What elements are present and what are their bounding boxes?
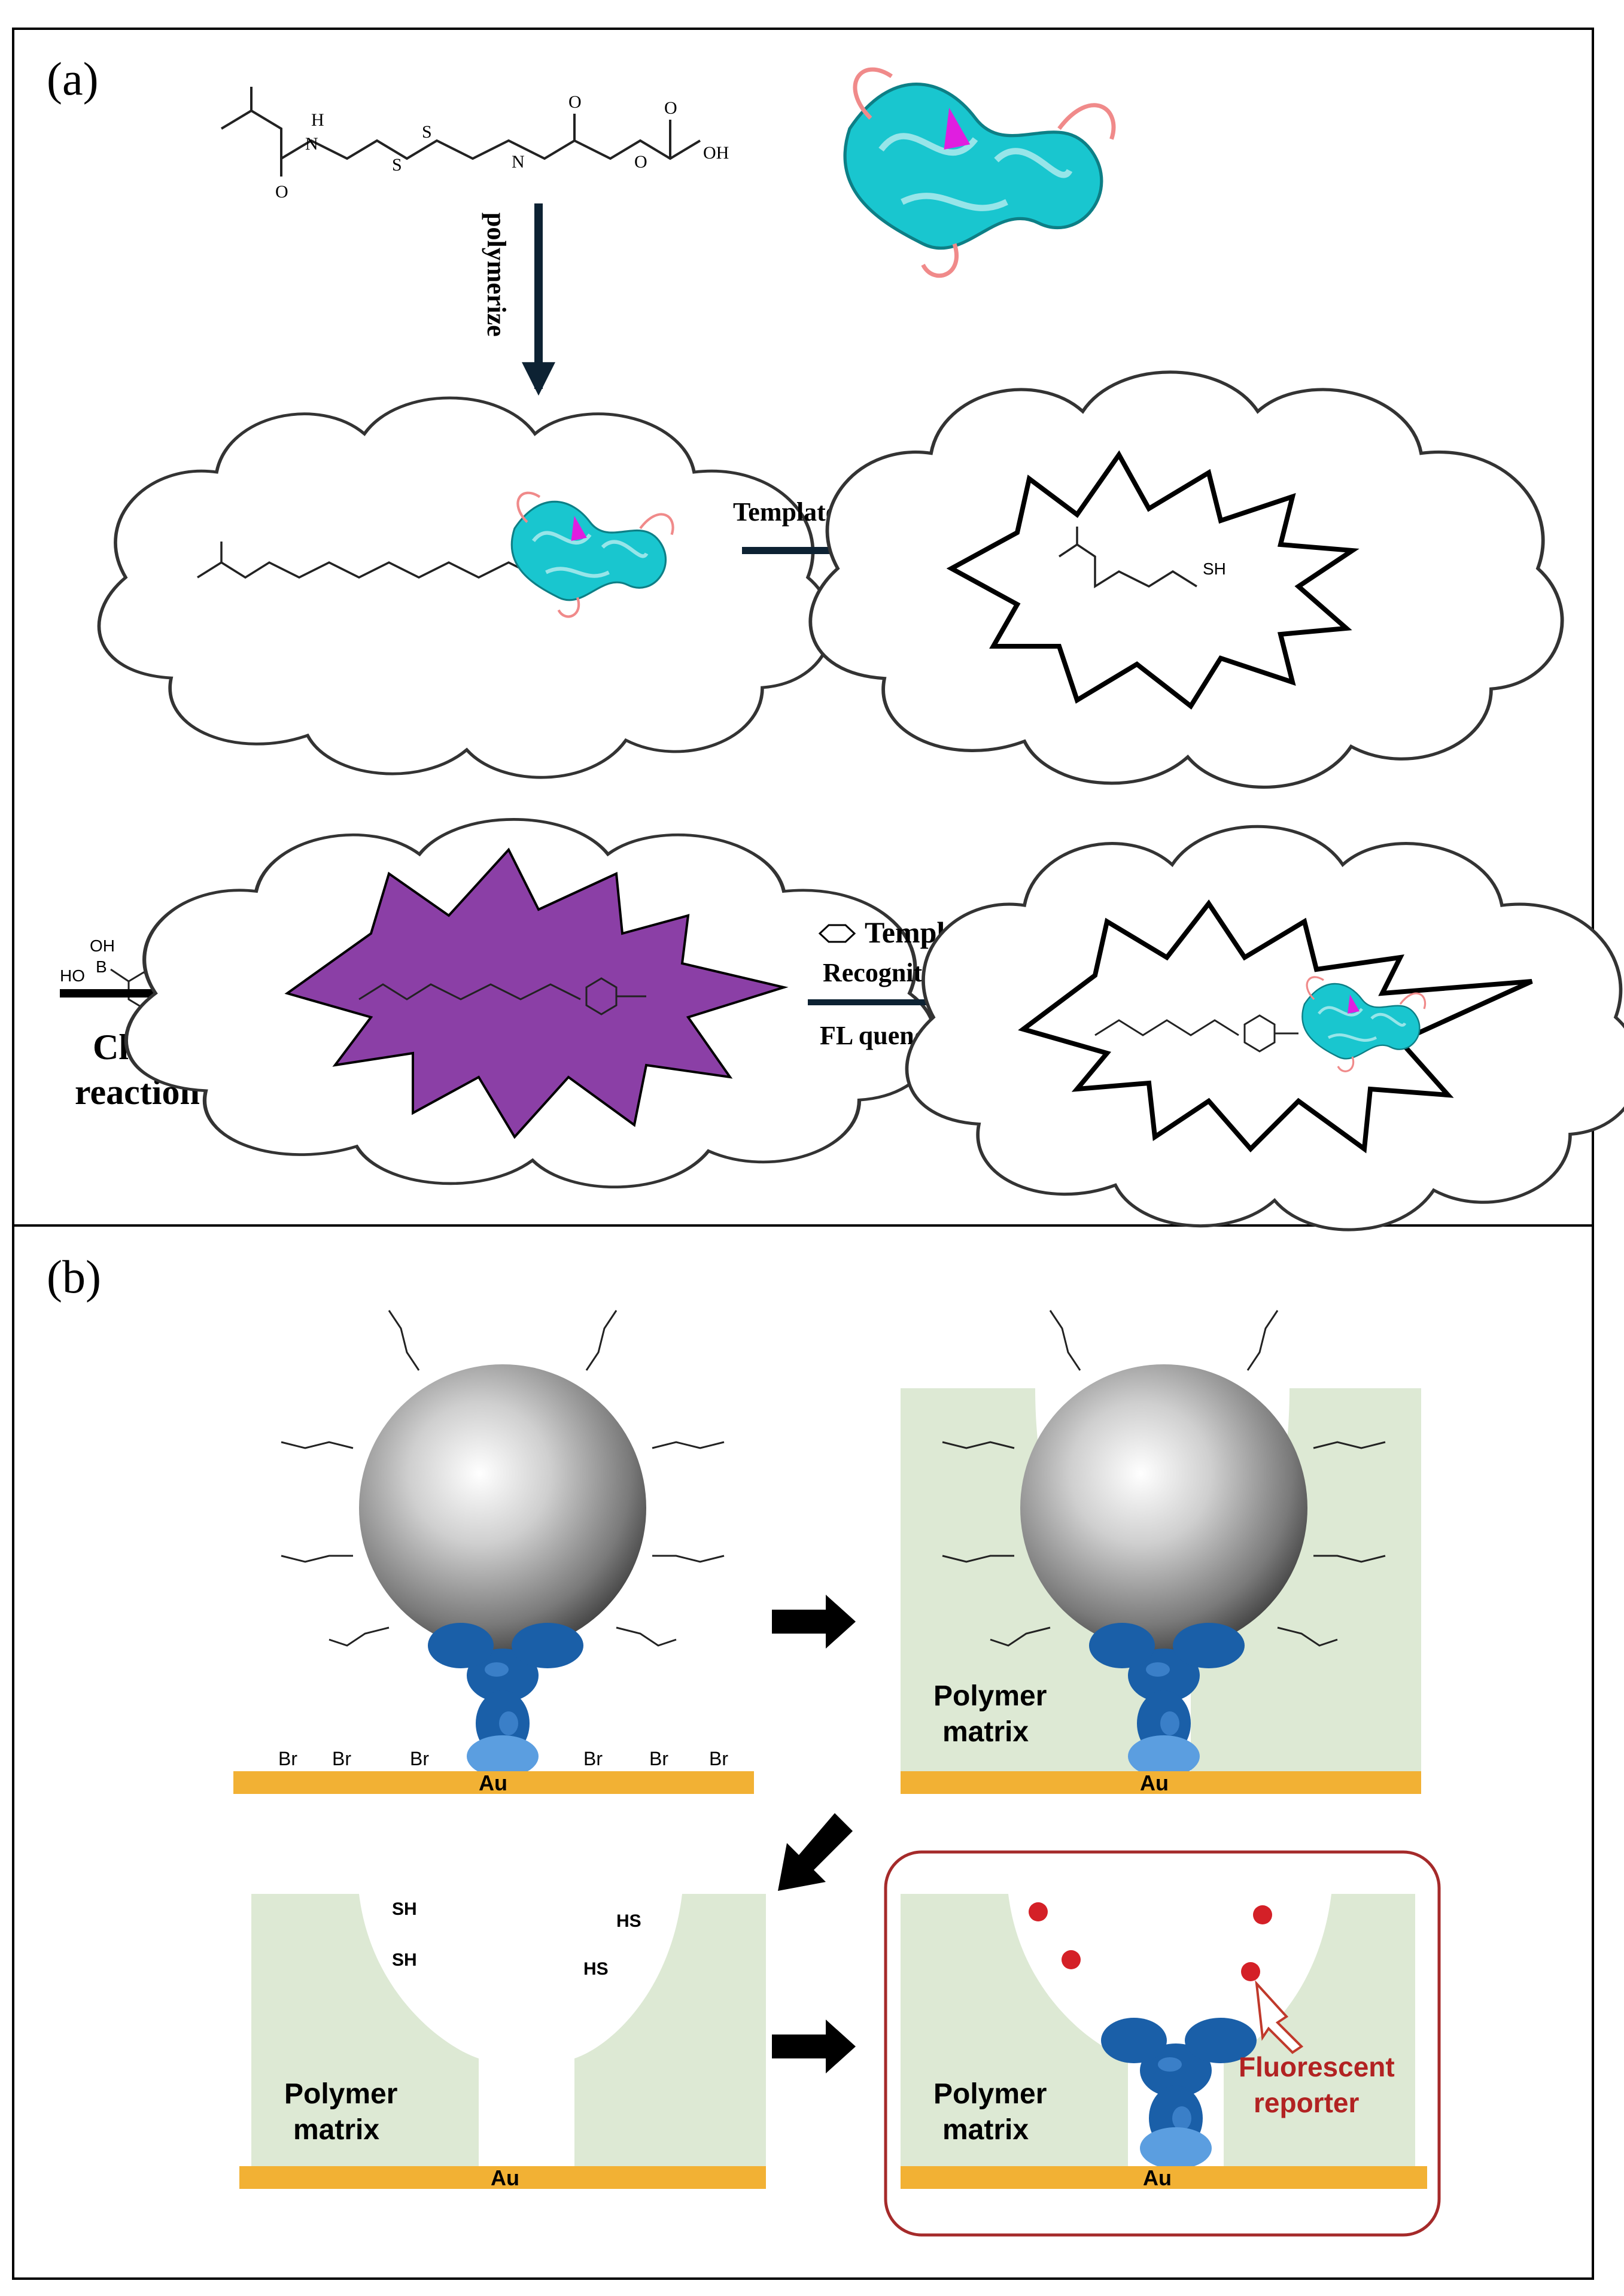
- cloud1-monomer: [197, 542, 569, 579]
- gold-substrate: [901, 2166, 1427, 2189]
- br-label: Br: [649, 1748, 668, 1769]
- br-label: Br: [278, 1748, 297, 1769]
- antigen-blob: [1140, 2127, 1212, 2169]
- gold-substrate: [901, 1771, 1421, 1794]
- br-label: Br: [583, 1748, 603, 1769]
- purple-cavity: [284, 847, 789, 1139]
- atom-label: SH: [1203, 559, 1226, 578]
- silica-sphere: [359, 1364, 646, 1652]
- gold-label: Au: [491, 2166, 519, 2190]
- template-icon: [818, 924, 856, 943]
- polymer-matrix: [251, 1894, 766, 2166]
- atom-label: N: [305, 134, 318, 154]
- br-label: Br: [332, 1748, 351, 1769]
- antigen-blob: [1128, 1735, 1200, 1777]
- hs-label: HS: [616, 1911, 641, 1931]
- polymer-label-1: Polymer: [284, 2078, 397, 2110]
- atom-label: S: [392, 155, 402, 175]
- antigen-blob: [467, 1735, 539, 1777]
- scene-1: Au Br Br Br Br Br Br: [233, 1310, 754, 1795]
- atom-label: OH: [90, 936, 115, 955]
- silica-sphere: [1020, 1364, 1307, 1652]
- cavity-monomer: [1059, 527, 1197, 589]
- atom-label: B: [96, 957, 107, 976]
- scene-4: Au Fluorescent reporter Polymer matrix: [884, 1850, 1441, 2237]
- atom-label: O: [634, 152, 647, 172]
- atom-label: O: [568, 92, 582, 112]
- panel-b-label: (b): [47, 1251, 101, 1303]
- atom-label: HO: [60, 966, 85, 985]
- polymer-matrix: [901, 1894, 1415, 2166]
- gold-substrate: [233, 1771, 754, 1794]
- purple-monomer: [358, 977, 646, 1015]
- atom-label: OH: [703, 143, 729, 163]
- gold-substrate: [239, 2166, 766, 2189]
- step-arrow-right: [772, 2020, 856, 2073]
- monomer-atoms: H N O S S N O O O OH: [275, 92, 729, 202]
- imprint-cloud: [99, 398, 832, 777]
- polymer-label-1: Polymer: [933, 2078, 1047, 2110]
- br-label: Br: [709, 1748, 728, 1769]
- sh-label: SH: [392, 1950, 417, 1970]
- polymer-label-2: matrix: [942, 2114, 1029, 2146]
- scene-2: Au Polymer matrix: [901, 1310, 1421, 1795]
- surface-ligands: [942, 1310, 1386, 1647]
- atom-label: O: [275, 182, 288, 202]
- recognition-monomer: [1094, 1014, 1298, 1053]
- surface-ligands: [281, 1310, 725, 1647]
- atom-label: N: [512, 152, 525, 172]
- outer-frame: [12, 28, 1594, 2280]
- polymer-label-2: matrix: [293, 2114, 379, 2146]
- highlight-box: [884, 1850, 1441, 2237]
- reporter-pointer-arrow: [1255, 1980, 1304, 2054]
- gold-label: Au: [1140, 1771, 1169, 1795]
- hs-label: HS: [583, 1959, 609, 1979]
- fluorescent-reporter-label-1: Fluorescent: [1239, 2051, 1395, 2082]
- step-arrow-diagonal: [778, 1813, 853, 1891]
- polymerize-label: polymerize: [482, 212, 511, 337]
- gold-label: Au: [479, 1771, 507, 1795]
- gold-label: Au: [1143, 2166, 1172, 2190]
- panel-a-label: (a): [47, 53, 99, 105]
- polymer-label-1: Polymer: [933, 1680, 1047, 1712]
- polymer-label-2: matrix: [942, 1716, 1029, 1748]
- step-arrow-right: [772, 1595, 856, 1649]
- sh-label: SH: [392, 1899, 417, 1919]
- atom-label: S: [422, 122, 432, 142]
- fluorescent-reporter-dot: [1029, 1902, 1272, 1981]
- br-label: Br: [410, 1748, 429, 1769]
- fluorescent-reporter-label-2: reporter: [1254, 2087, 1359, 2118]
- template-protein: [845, 69, 1114, 276]
- cavity-star: [946, 450, 1360, 710]
- atom-label: H: [311, 110, 324, 130]
- atom-label: O: [664, 98, 677, 118]
- monomer-structure: [220, 87, 701, 177]
- scene-3: Au SH SH HS HS Polymer matrix: [239, 1894, 766, 2190]
